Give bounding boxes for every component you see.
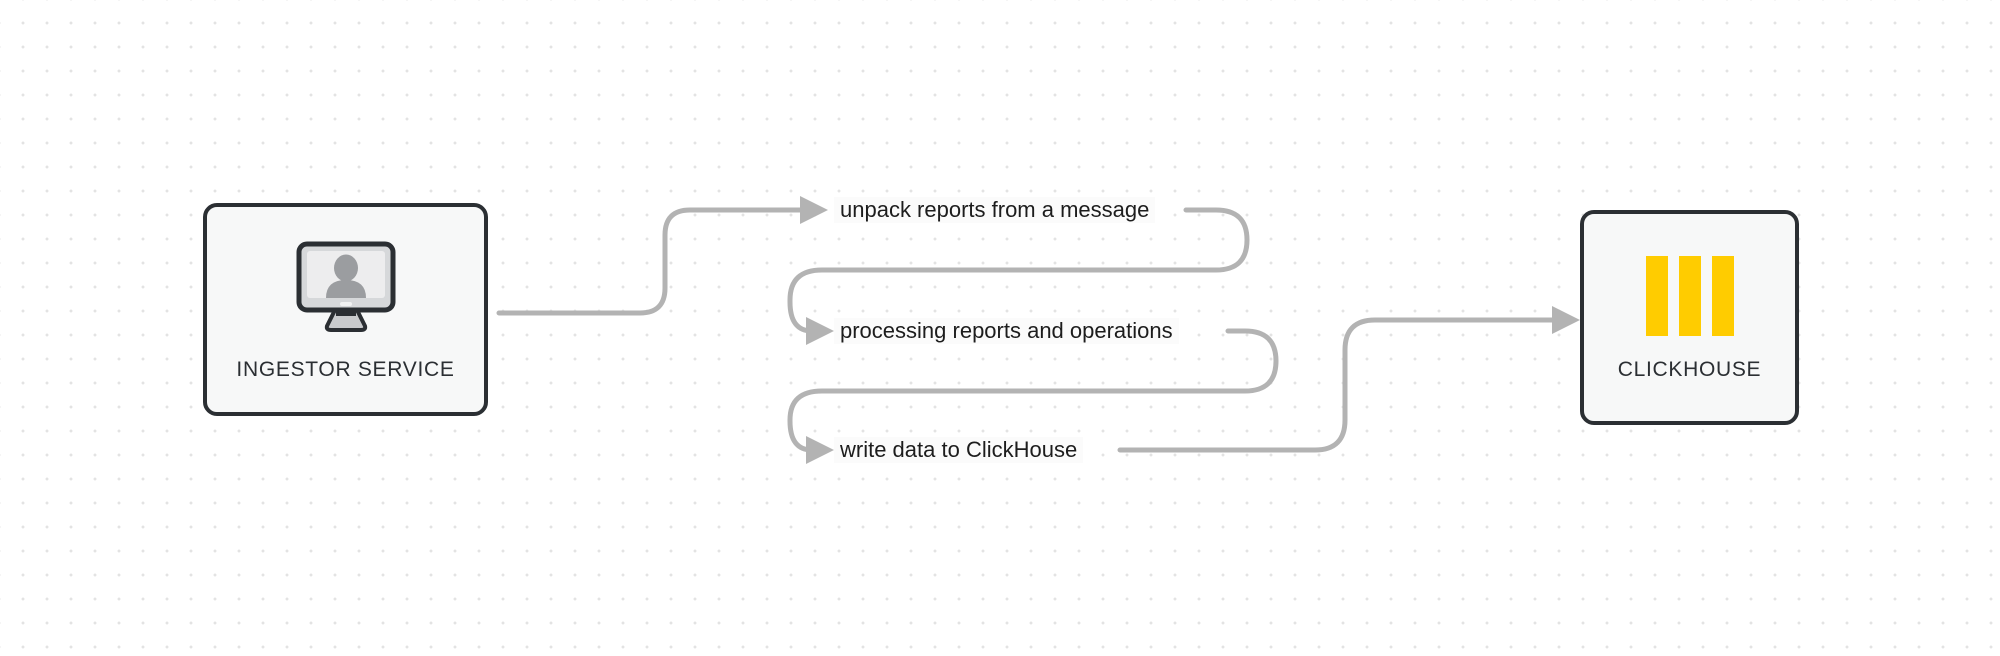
- edge-label-write-data: write data to ClickHouse: [834, 437, 1084, 463]
- node-label-ingestor-service: INGESTOR SERVICE: [236, 357, 455, 381]
- node-label-clickhouse: CLICKHOUSE: [1617, 357, 1762, 381]
- edge-path-3-to-clickhouse: [1117, 306, 1580, 453]
- edge-path-2-to-3: [787, 328, 1279, 464]
- edge-label-unpack-reports: unpack reports from a message: [834, 197, 1156, 223]
- edge-label-processing-reports: processing reports and operations: [834, 318, 1179, 344]
- monitor-user-icon: [290, 238, 402, 336]
- node-ingestor-service[interactable]: INGESTOR SERVICE: [203, 203, 488, 416]
- edge-path-1-to-2: [787, 207, 1250, 345]
- node-clickhouse[interactable]: CLICKHOUSE: [1580, 210, 1799, 425]
- edge-path-source-to-1: [496, 196, 828, 316]
- clickhouse-bars-icon: [1638, 254, 1742, 338]
